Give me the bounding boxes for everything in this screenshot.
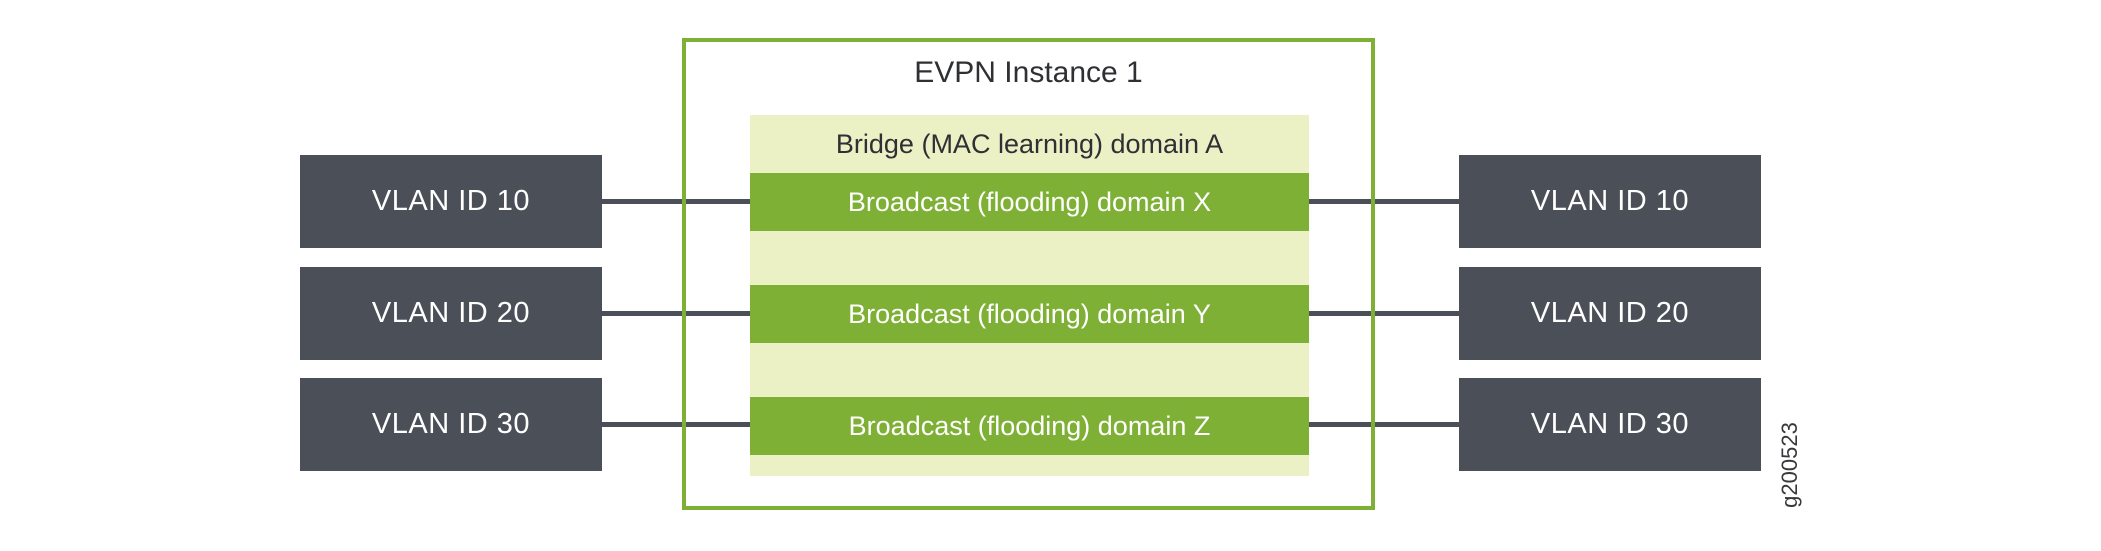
broadcast-domain-label: Broadcast (flooding) domain Z xyxy=(848,410,1211,441)
vlan-box-right-10: VLAN ID 10 xyxy=(1459,155,1761,248)
broadcast-domain-x-bar: Broadcast (flooding) domain X xyxy=(750,173,1309,231)
bridge-domain-label: Bridge (MAC learning) domain A xyxy=(835,128,1224,159)
vlan-label: VLAN ID 30 xyxy=(1530,408,1690,440)
vlan-label: VLAN ID 30 xyxy=(371,408,531,440)
broadcast-domain-y-bar: Broadcast (flooding) domain Y xyxy=(750,285,1309,343)
vlan-box-left-10: VLAN ID 10 xyxy=(300,155,602,248)
vlan-label: VLAN ID 20 xyxy=(371,297,531,329)
vlan-label: VLAN ID 10 xyxy=(1530,185,1690,217)
bridge-domain-box: Bridge (MAC learning) domain A Broadcast… xyxy=(750,115,1309,476)
broadcast-domain-label: Broadcast (flooding) domain Y xyxy=(848,298,1211,329)
connector-left-vlan20 xyxy=(602,311,750,316)
connector-left-vlan30 xyxy=(602,422,750,427)
vlan-box-right-20: VLAN ID 20 xyxy=(1459,267,1761,360)
connector-left-vlan10 xyxy=(602,199,750,204)
vlan-box-right-30: VLAN ID 30 xyxy=(1459,378,1761,471)
vlan-box-left-30: VLAN ID 30 xyxy=(300,378,602,471)
evpn-instance-title: EVPN Instance 1 xyxy=(914,56,1143,89)
vlan-label: VLAN ID 20 xyxy=(1530,297,1690,329)
connector-right-vlan20 xyxy=(1309,311,1460,316)
vlan-box-left-20: VLAN ID 20 xyxy=(300,267,602,360)
evpn-instance-box xyxy=(682,38,1375,510)
broadcast-domain-z-bar: Broadcast (flooding) domain Z xyxy=(750,397,1309,455)
connector-right-vlan10 xyxy=(1309,199,1460,204)
connector-right-vlan30 xyxy=(1309,422,1460,427)
broadcast-domain-label: Broadcast (flooding) domain X xyxy=(847,186,1212,217)
figure-id-label: g200523 xyxy=(1777,422,1802,508)
vlan-label: VLAN ID 10 xyxy=(371,185,531,217)
